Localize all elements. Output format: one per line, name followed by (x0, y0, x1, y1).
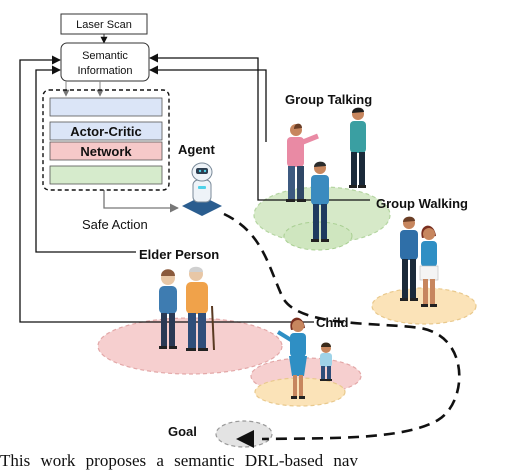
elder-woman (159, 269, 177, 349)
goal-zone (215, 420, 273, 448)
network-label: Network (80, 144, 132, 159)
child-scene (276, 317, 332, 399)
group-walking-feedback-line (149, 53, 370, 201)
group-talking-label: Group Talking (285, 92, 372, 107)
safe-action-label: Safe Action (82, 217, 148, 232)
person-pink-shirt (286, 123, 319, 202)
group-walking-people (400, 216, 439, 307)
robot-base (182, 196, 222, 216)
elder-person-feedback-line (35, 65, 136, 253)
network-layer-2 (49, 121, 163, 141)
walking-woman (419, 225, 439, 307)
network-frame (42, 89, 170, 191)
goal-arrowhead (236, 430, 254, 448)
group-walking-label: Group Walking (376, 196, 468, 211)
actor-critic-label: Actor-Critic (70, 124, 142, 139)
elder-man (186, 266, 215, 351)
robot-chest-light (198, 186, 206, 189)
goal-label: Goal (168, 424, 197, 439)
walking-cane (211, 305, 215, 351)
laser-scan-box: Laser Scan (60, 13, 148, 35)
zones (97, 186, 477, 448)
semantic-label-line1: Semantic (82, 50, 128, 62)
robot-agent (182, 162, 222, 216)
agent-label: Agent (178, 142, 216, 157)
person-back-view (311, 161, 329, 242)
planned-path (223, 212, 461, 441)
walking-man (400, 216, 418, 301)
network-layer-1 (49, 97, 163, 117)
laser-scan-label: Laser Scan (76, 19, 132, 31)
robot-eye-left (198, 169, 202, 173)
child (320, 342, 332, 381)
caption-text: This work proposes a semantic DRL-based … (0, 451, 358, 470)
semantic-label-line2: Information (77, 65, 132, 77)
group-talking-feedback-line (149, 65, 267, 142)
robot-body (192, 179, 212, 203)
robot-visor (196, 168, 208, 174)
actor-critic-network: Actor-Critic Network (42, 89, 170, 191)
semantic-information-box: Semantic Information (60, 42, 150, 82)
group-talking-people (286, 107, 366, 242)
elder-person-label: Elder Person (139, 247, 219, 262)
safe-action-line (103, 190, 179, 213)
mother (276, 317, 307, 399)
network-layer-3 (49, 141, 163, 161)
robot-eye-right (203, 169, 207, 173)
elder-couple (159, 266, 215, 351)
network-layer-4 (49, 165, 163, 185)
person-teal-shirt (349, 107, 366, 188)
child-label: Child (316, 315, 349, 330)
